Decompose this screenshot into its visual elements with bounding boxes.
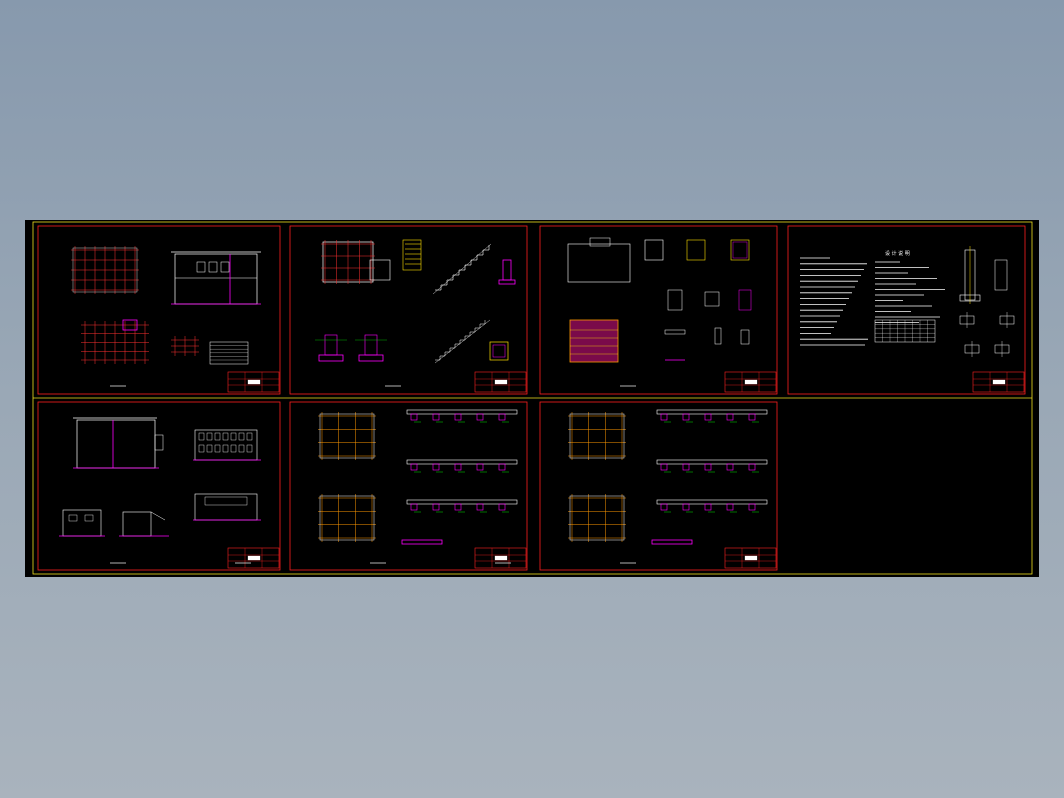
sheet-4: [787, 225, 1026, 395]
sheet-3-content: [567, 237, 752, 363]
sheet-3: [539, 225, 778, 395]
sheets-layer: [32, 221, 1033, 575]
title-block: [972, 371, 1025, 393]
sheet-1-content: [71, 246, 261, 365]
title-block: [724, 371, 777, 393]
drawing-canvas: [32, 221, 1033, 575]
title-block: [474, 371, 527, 393]
sheet-4-content: [800, 246, 1015, 357]
title-block: [227, 547, 280, 569]
sheet-1: [37, 225, 281, 395]
cad-viewport[interactable]: 设 计 说 明: [25, 220, 1039, 577]
sheet-7: [539, 401, 778, 571]
sheet-7-beams: [568, 409, 768, 545]
design-notes-heading: 设 计 说 明: [885, 251, 910, 257]
sheet-6-beams: [318, 409, 518, 545]
sheet-2-content: [315, 239, 516, 364]
sheet-2: [289, 225, 528, 395]
sheet-5: [37, 401, 281, 571]
title-block: [227, 371, 280, 393]
title-block: [474, 547, 527, 569]
title-block: [724, 547, 777, 569]
sheet-6: [289, 401, 528, 571]
sheet-5-content: [59, 417, 261, 537]
